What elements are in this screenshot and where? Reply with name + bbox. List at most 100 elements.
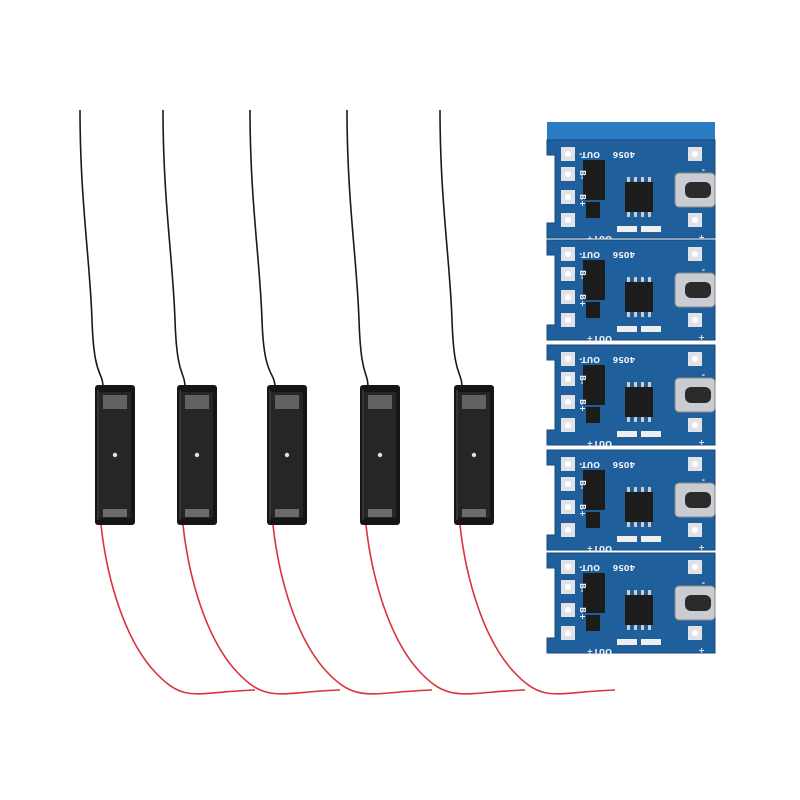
led — [617, 431, 637, 437]
ic-pin — [627, 312, 630, 317]
charger-ic — [625, 282, 653, 312]
flat-contact — [275, 509, 299, 517]
pad-hole — [692, 422, 698, 428]
label-out-plus: OUT+ — [587, 544, 612, 553]
pad-hole — [692, 630, 698, 636]
led — [617, 226, 637, 232]
ic-pin — [634, 522, 637, 527]
flat-contact — [185, 509, 209, 517]
charger-ic — [625, 492, 653, 522]
label-chip-id: 4056 — [612, 563, 635, 572]
ic-pin — [634, 312, 637, 317]
flat-contact — [462, 509, 486, 517]
ic-pin — [648, 625, 651, 630]
led — [617, 326, 637, 332]
label-minus: - — [702, 166, 705, 175]
pad-hole — [565, 251, 571, 257]
label-b-plus: B+ — [578, 504, 587, 517]
label-out-minus: OUT- — [579, 150, 600, 159]
ic-pin — [627, 277, 630, 282]
red-wire — [182, 524, 341, 695]
ic-pin — [641, 312, 644, 317]
black-wire — [346, 109, 369, 389]
pad-hole — [565, 630, 571, 636]
ic-pin — [648, 312, 651, 317]
mosfet — [586, 202, 600, 218]
ic-pin — [648, 487, 651, 492]
label-plus: + — [698, 333, 705, 342]
label-chip-id: 4056 — [612, 250, 635, 259]
holder-rivet — [112, 452, 118, 458]
pad-hole — [692, 564, 698, 570]
ic-pin — [648, 177, 651, 182]
led — [641, 226, 661, 232]
ic-pin — [627, 382, 630, 387]
pad-hole — [565, 399, 571, 405]
red-wire — [365, 524, 526, 695]
black-wire — [162, 109, 186, 389]
led — [641, 326, 661, 332]
label-minus: - — [702, 476, 705, 485]
ic-pin — [648, 522, 651, 527]
label-b-minus: B- — [578, 270, 587, 279]
label-out-plus: OUT+ — [587, 234, 612, 243]
ic-pin — [641, 487, 644, 492]
label-out-plus: OUT+ — [587, 334, 612, 343]
label-b-plus: B+ — [578, 294, 587, 307]
pad-hole — [692, 527, 698, 533]
label-b-plus: B+ — [578, 194, 587, 207]
led — [641, 536, 661, 542]
label-out-minus: OUT- — [579, 460, 600, 469]
ic-pin — [634, 177, 637, 182]
pad-hole — [565, 356, 571, 362]
protection-ic — [583, 160, 605, 200]
label-out-minus: OUT- — [579, 250, 600, 259]
ic-pin — [641, 417, 644, 422]
pad-hole — [565, 607, 571, 613]
holder-rivet — [284, 452, 290, 458]
pad-hole — [692, 217, 698, 223]
holder-rivet — [471, 452, 477, 458]
ic-pin — [634, 212, 637, 217]
ic-pin — [627, 522, 630, 527]
ic-pin — [627, 590, 630, 595]
label-plus: + — [698, 438, 705, 447]
usb-c-opening — [685, 595, 711, 611]
label-b-minus: B- — [578, 375, 587, 384]
led — [641, 639, 661, 645]
label-out-minus: OUT- — [579, 563, 600, 572]
pcb-tab-strip — [547, 122, 715, 142]
pad-hole — [692, 317, 698, 323]
ic-pin — [641, 522, 644, 527]
ic-pin — [634, 382, 637, 387]
usb-c-opening — [685, 492, 711, 508]
ic-pin — [627, 417, 630, 422]
ic-pin — [641, 277, 644, 282]
pad-hole — [565, 422, 571, 428]
usb-c-opening — [685, 182, 711, 198]
red-wire — [100, 524, 256, 695]
battery-holder — [79, 109, 256, 695]
pad-hole — [565, 376, 571, 382]
battery-holder — [249, 109, 433, 695]
pad-hole — [565, 527, 571, 533]
label-chip-id: 4056 — [612, 460, 635, 469]
led — [641, 431, 661, 437]
spring-contact — [103, 395, 127, 409]
protection-ic — [583, 573, 605, 613]
label-out-plus: OUT+ — [587, 439, 612, 448]
battery-holder — [439, 109, 616, 695]
ic-pin — [641, 212, 644, 217]
protection-ic — [583, 260, 605, 300]
label-b-minus: B- — [578, 170, 587, 179]
spring-contact — [368, 395, 392, 409]
pad-hole — [565, 461, 571, 467]
holder-rivet — [194, 452, 200, 458]
pad-hole — [692, 251, 698, 257]
ic-pin — [648, 382, 651, 387]
